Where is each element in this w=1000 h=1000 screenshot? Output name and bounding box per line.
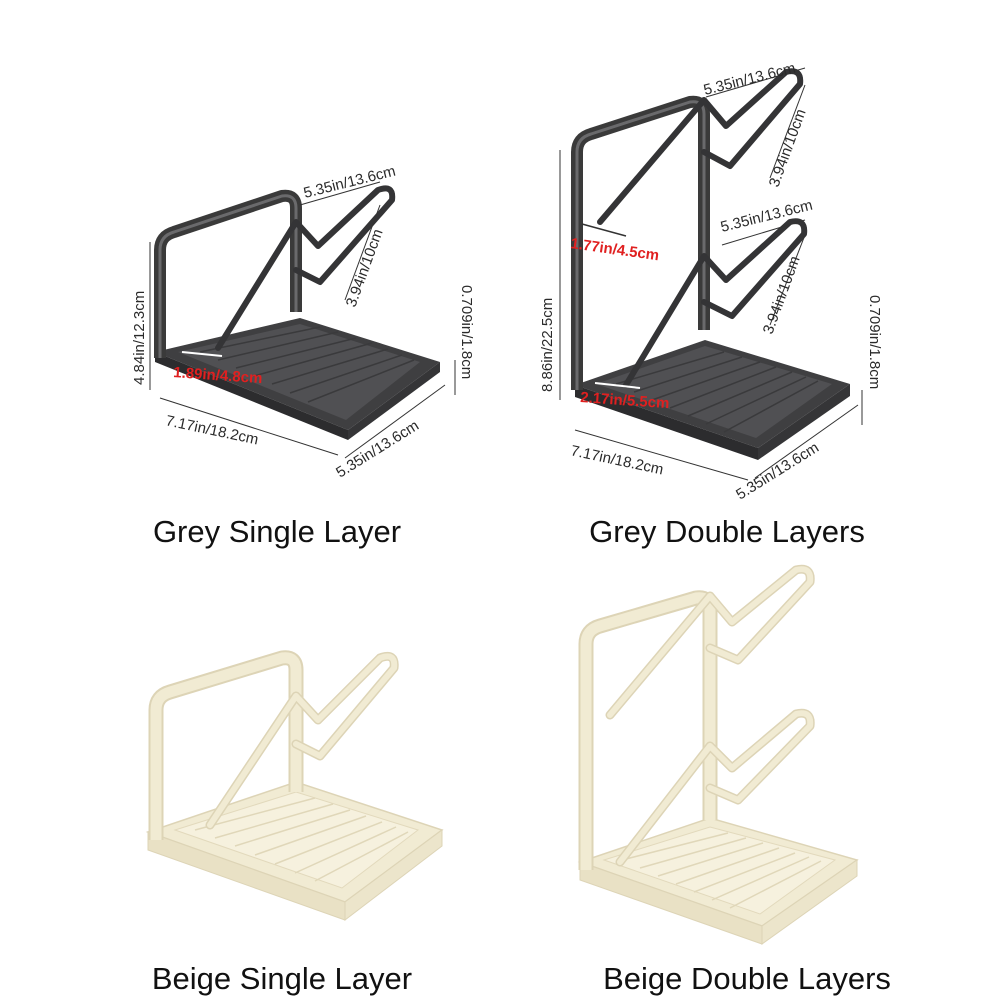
- beige-double-rack-illustration: [577, 564, 859, 945]
- panel-grey-double: 5.35in/13.6cm 3.94in/10cm 1.77in/4.5cm 5…: [500, 0, 1000, 549]
- grey-single-rack-illustration: 5.35in/13.6cm 3.94in/10cm 4.84in/12.3cm …: [131, 163, 475, 482]
- dim-hook-depth: 3.94in/10cm: [343, 227, 387, 310]
- dim-gap: 1.89in/4.8cm: [173, 364, 263, 387]
- dim-hook-width-low: 5.35in/13.6cm: [719, 197, 815, 236]
- caption-beige-double: Beige Double Layers: [603, 961, 891, 996]
- caption-grey-single: Grey Single Layer: [152, 514, 402, 549]
- gap-arrow-top: [581, 223, 627, 237]
- caption-beige-single: Beige Single Layer: [151, 961, 413, 996]
- panel-grey-single: 5.35in/13.6cm 3.94in/10cm 4.84in/12.3cm …: [0, 0, 500, 549]
- dim-width: 7.17in/18.2cm: [164, 412, 260, 448]
- dim-gap: 2.17in/5.5cm: [580, 389, 670, 412]
- dim-width: 7.17in/18.2cm: [569, 442, 665, 478]
- beige-single-rack-illustration: [145, 650, 444, 922]
- panel-beige-single: Beige Single Layer: [0, 500, 500, 1000]
- dim-hook-width: 5.35in/13.6cm: [302, 163, 398, 202]
- dim-hook-depth-low: 3.94in/10cm: [760, 254, 804, 337]
- dim-hook-width-top: 5.35in/13.6cm: [702, 60, 798, 99]
- grey-double-rack-illustration: 5.35in/13.6cm 3.94in/10cm 1.77in/4.5cm 5…: [539, 60, 883, 504]
- dim-tray-lip: 0.709in/1.8cm: [458, 285, 475, 379]
- dim-tray-lip: 0.709in/1.8cm: [866, 295, 883, 389]
- panel-beige-double: Beige Double Layers: [500, 500, 1000, 1000]
- gap-arrow-bottom: [594, 382, 641, 389]
- gap-arrow: [181, 351, 223, 357]
- dim-height: 8.86in/22.5cm: [539, 298, 556, 392]
- dim-gap-top: 1.77in/4.5cm: [569, 235, 660, 264]
- dim-height: 4.84in/12.3cm: [131, 291, 148, 385]
- caption-grey-double: Grey Double Layers: [589, 514, 865, 549]
